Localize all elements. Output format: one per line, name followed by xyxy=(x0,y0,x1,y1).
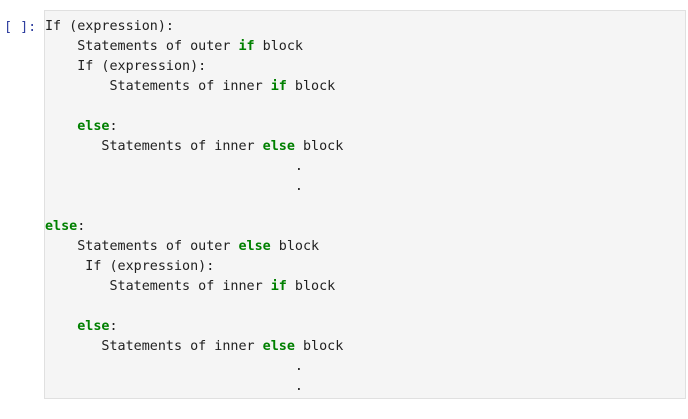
code-text: block xyxy=(270,239,320,254)
code-text: block xyxy=(294,139,344,154)
code-text: If (expression): xyxy=(45,59,207,74)
keyword-token: if xyxy=(270,79,287,94)
code-line: . xyxy=(45,177,685,197)
code-line: else: xyxy=(45,217,685,237)
code-line: . xyxy=(45,157,685,177)
code-text: . xyxy=(45,379,303,394)
code-text: If (expression): xyxy=(45,19,174,34)
code-text xyxy=(45,119,77,134)
keyword-token: else xyxy=(262,139,295,154)
code-line: else: xyxy=(45,317,685,337)
code-text: block xyxy=(286,79,336,94)
code-text: Statements of outer xyxy=(45,239,239,254)
code-line xyxy=(45,97,685,117)
code-line: else: xyxy=(45,117,685,137)
code-text: Statements of inner xyxy=(45,79,271,94)
code-block[interactable]: If (expression): Statements of outer if … xyxy=(45,17,685,397)
code-text: Statements of inner xyxy=(45,279,271,294)
code-line: . xyxy=(45,377,685,397)
code-text: . xyxy=(45,159,303,174)
code-text: block xyxy=(254,39,303,54)
code-line: Statements of outer if block xyxy=(45,37,685,57)
code-line xyxy=(45,297,685,317)
code-text: Statements of inner xyxy=(45,139,263,154)
code-text xyxy=(45,319,77,334)
code-text: . xyxy=(45,359,303,374)
code-line: . xyxy=(45,357,685,377)
code-text: : xyxy=(109,119,118,134)
code-text: Statements of outer xyxy=(45,39,239,54)
code-line: Statements of inner else block xyxy=(45,337,685,357)
keyword-token: if xyxy=(238,39,255,54)
code-text: block xyxy=(286,279,336,294)
code-text: block xyxy=(294,339,344,354)
code-text: : xyxy=(77,219,86,234)
keyword-token: else xyxy=(262,339,295,354)
code-line: If (expression): xyxy=(45,17,685,37)
cell-prompt: [ ]: xyxy=(4,20,37,35)
keyword-token: if xyxy=(270,279,287,294)
code-line: If (expression): xyxy=(45,257,685,277)
code-line: Statements of outer else block xyxy=(45,237,685,257)
code-line: If (expression): xyxy=(45,57,685,77)
keyword-token: else xyxy=(77,319,110,334)
code-text: Statements of inner xyxy=(45,339,263,354)
code-line: Statements of inner else block xyxy=(45,137,685,157)
code-text: . xyxy=(45,179,303,194)
code-line xyxy=(45,197,685,217)
keyword-token: else xyxy=(45,219,78,234)
code-text: If (expression): xyxy=(45,259,215,274)
keyword-token: else xyxy=(77,119,110,134)
code-cell-editor[interactable]: If (expression): Statements of outer if … xyxy=(44,10,686,399)
code-line: Statements of inner if block xyxy=(45,77,685,97)
code-text: : xyxy=(109,319,118,334)
keyword-token: else xyxy=(238,239,271,254)
code-line: Statements of inner if block xyxy=(45,277,685,297)
